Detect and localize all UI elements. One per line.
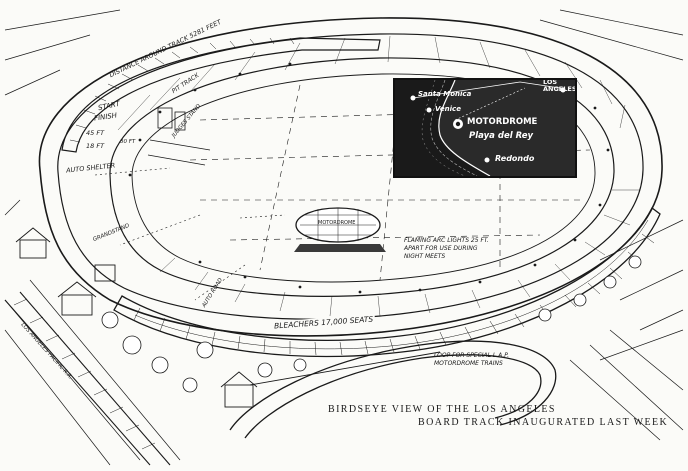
street-grid (4, 9, 684, 466)
railway (4, 291, 171, 466)
grandstand (61, 37, 381, 153)
buildings (15, 227, 258, 408)
map-label-venice: Venice (435, 105, 461, 113)
motordrome-marker-icon (453, 119, 463, 129)
map-label-redondo: Redondo (495, 154, 535, 163)
flaming-arc-label: FLAMING ARC LIGHTS 25 FT. APART FOR USE … (404, 237, 489, 260)
track-boards (117, 35, 640, 317)
width-outer-label: 45 FT (86, 129, 105, 137)
map-label-los-angeles: LOS ANGELES (543, 78, 577, 93)
map-label-santa-monica: Santa Monica (418, 90, 472, 98)
caption-line-1: BIRDSEYE VIEW OF THE LOS ANGELES (328, 404, 556, 415)
train-loop (229, 340, 557, 439)
grade-label: 30 FT (120, 139, 136, 145)
infield-edge (131, 73, 596, 283)
map-label-motordrome: MOTORDROME (467, 117, 538, 127)
bleachers (113, 207, 661, 358)
blimp (294, 207, 386, 252)
caption-line-2: BOARD TRACK INAUGURATED LAST WEEK (418, 417, 669, 428)
judges-stand (147, 107, 211, 166)
width-inner-label: 18 FT (86, 142, 105, 150)
inset-map-drawing (395, 80, 566, 176)
loop-label: LOOP FOR SPECIAL L.A.P. MOTORDROME TRAIN… (434, 352, 509, 367)
track-outer-edge (57, 33, 644, 320)
trees (101, 255, 642, 393)
blimp-label: MOTORDROME (318, 220, 356, 226)
track-inner-edge (109, 57, 615, 297)
inset-map: LOS ANGELES Santa Monica Venice MOTORDRO… (393, 78, 577, 178)
map-label-playa-del-rey: Playa del Rey (469, 131, 534, 141)
